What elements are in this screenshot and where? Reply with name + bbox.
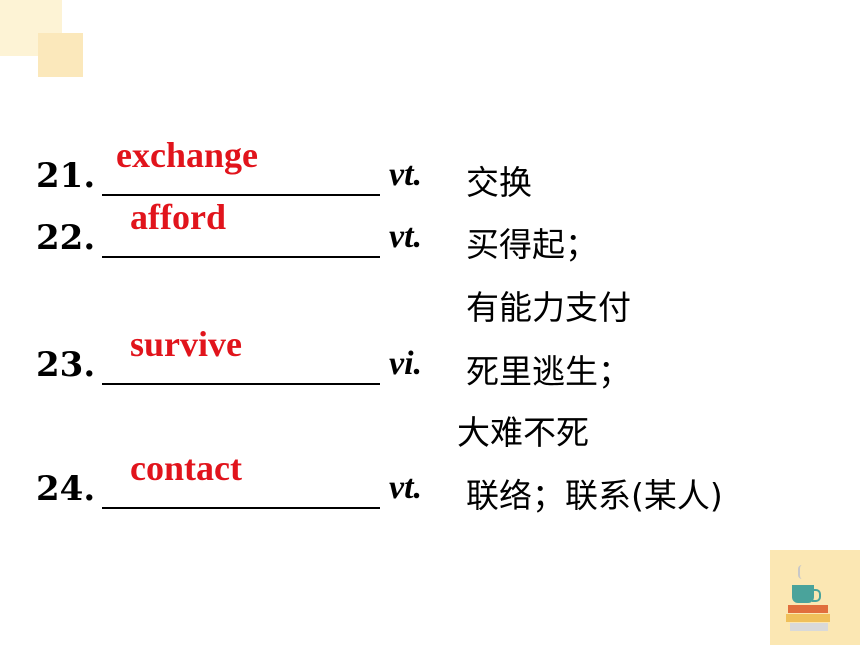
answer-blank xyxy=(102,156,380,196)
meaning-text-continued: 有能力支付 xyxy=(466,288,631,327)
item-number: 23. xyxy=(36,345,96,385)
meaning-text: 联络；联系(某人) xyxy=(466,476,723,515)
answer-text: exchange xyxy=(116,135,258,175)
part-of-speech: vt. xyxy=(389,156,423,193)
answer-blank xyxy=(102,469,380,509)
meaning-text: 买得起； xyxy=(466,225,598,264)
answer-blank xyxy=(102,218,380,258)
part-of-speech: vt. xyxy=(389,218,423,255)
answer-text: survive xyxy=(130,324,242,364)
answer-text: contact xyxy=(130,448,242,488)
meaning-text-continued: 大难不死 xyxy=(457,413,589,452)
item-number: 22. xyxy=(36,218,96,258)
item-number: 24. xyxy=(36,469,96,509)
part-of-speech: vt. xyxy=(389,469,423,506)
meaning-text: 死里逃生； xyxy=(466,352,631,391)
corner-decoration-square-small xyxy=(38,33,83,77)
meaning-text: 交换 xyxy=(466,163,532,202)
part-of-speech: vi. xyxy=(389,345,423,382)
item-number: 21. xyxy=(36,156,96,196)
answer-blank xyxy=(102,345,380,385)
answer-text: afford xyxy=(130,197,226,237)
